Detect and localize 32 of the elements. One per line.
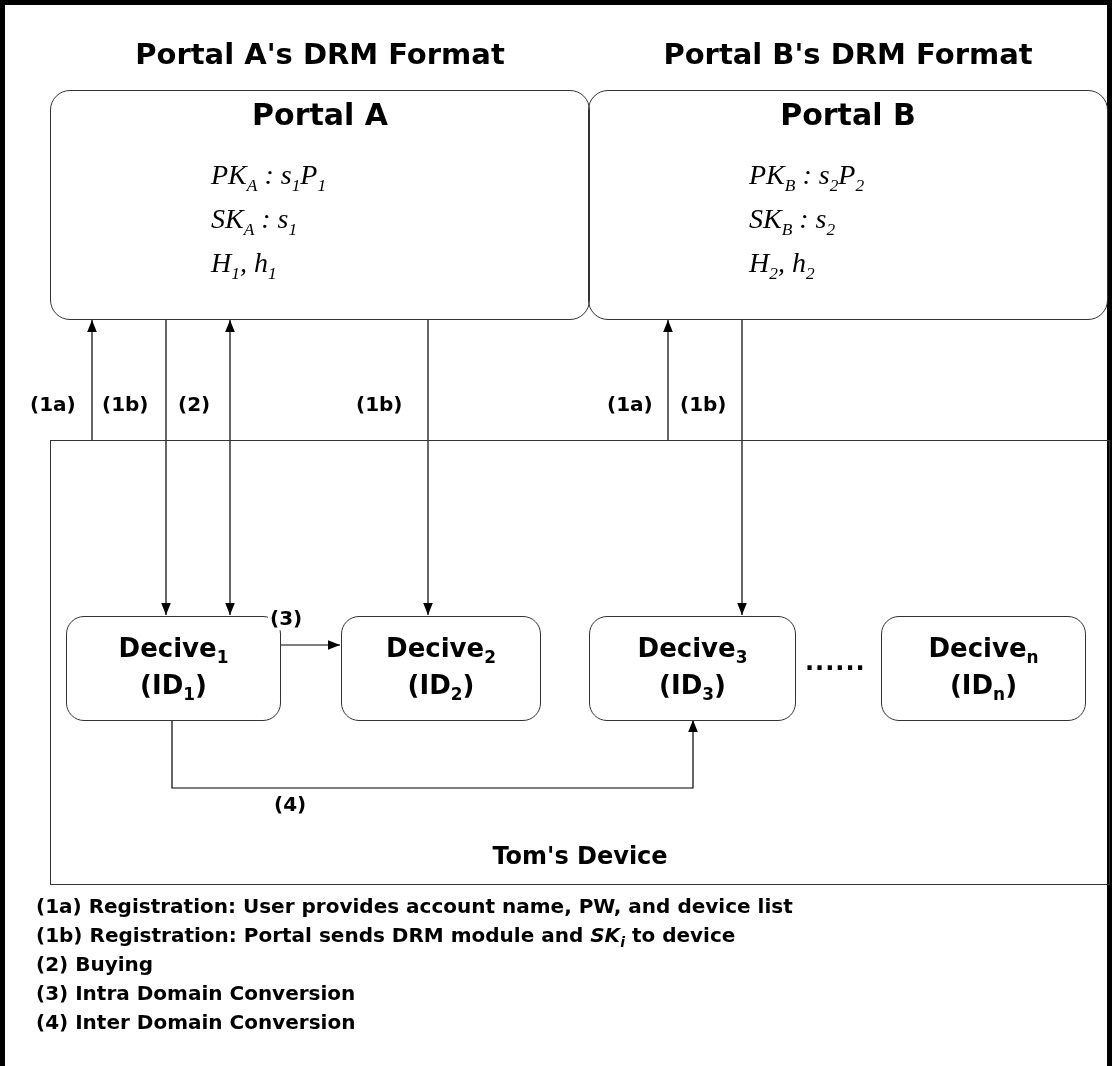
arrow: [423, 319, 433, 616]
device-box: [341, 616, 541, 721]
device-label: Decive$_{n}$ (ID$_{n}$): [927, 631, 1040, 706]
key-formula: H$_{2}$, h$_{2}$: [749, 247, 815, 284]
arrow: [279, 640, 341, 650]
device-label: Decive$_{3}$ (ID$_{3}$): [636, 631, 749, 706]
device-label: Decive$_{2}$ (ID$_{2}$): [385, 631, 497, 706]
portal-title: Portal B: [780, 97, 916, 132]
device-box: [589, 616, 796, 721]
device-label: Decive$_{1}$ (ID$_{1}$): [117, 631, 230, 706]
format-heading: Portal B's DRM Format: [662, 37, 1034, 71]
format-heading: Portal A's DRM Format: [134, 37, 506, 71]
arrow: [663, 319, 673, 441]
legend-note: (4) Inter Domain Conversion: [36, 1010, 356, 1034]
group-label: Tom's Device: [491, 842, 669, 870]
key-formula: SK$_{B}$ : s$_{2}$: [749, 203, 836, 240]
arrow: [161, 319, 171, 616]
legend-note: (1a) Registration: User provides account name, PW, and device list: [36, 894, 793, 918]
key-formula: SK$_{A}$ : s$_{1}$: [211, 203, 298, 240]
key-formula: PK$_{B}$ : s$_{2}$P$_{2}$: [749, 159, 865, 196]
arrow: [737, 319, 747, 616]
arrow: [225, 319, 235, 616]
arrow: [87, 319, 97, 441]
key-formula: PK$_{A}$ : s$_{1}$P$_{1}$: [211, 159, 327, 196]
device-box: [881, 616, 1086, 721]
legend-note: (3) Intra Domain Conversion: [36, 981, 356, 1005]
portal-title: Portal A: [252, 97, 388, 132]
legend-note: (2) Buying: [36, 952, 154, 976]
ellipsis-label: ......: [805, 648, 866, 676]
legend-note: (1b) Registration: Portal sends DRM module and SK$_{i}$ to device: [36, 923, 736, 950]
arrow: [171, 719, 698, 789]
key-formula: H$_{1}$, h$_{1}$: [211, 247, 277, 284]
